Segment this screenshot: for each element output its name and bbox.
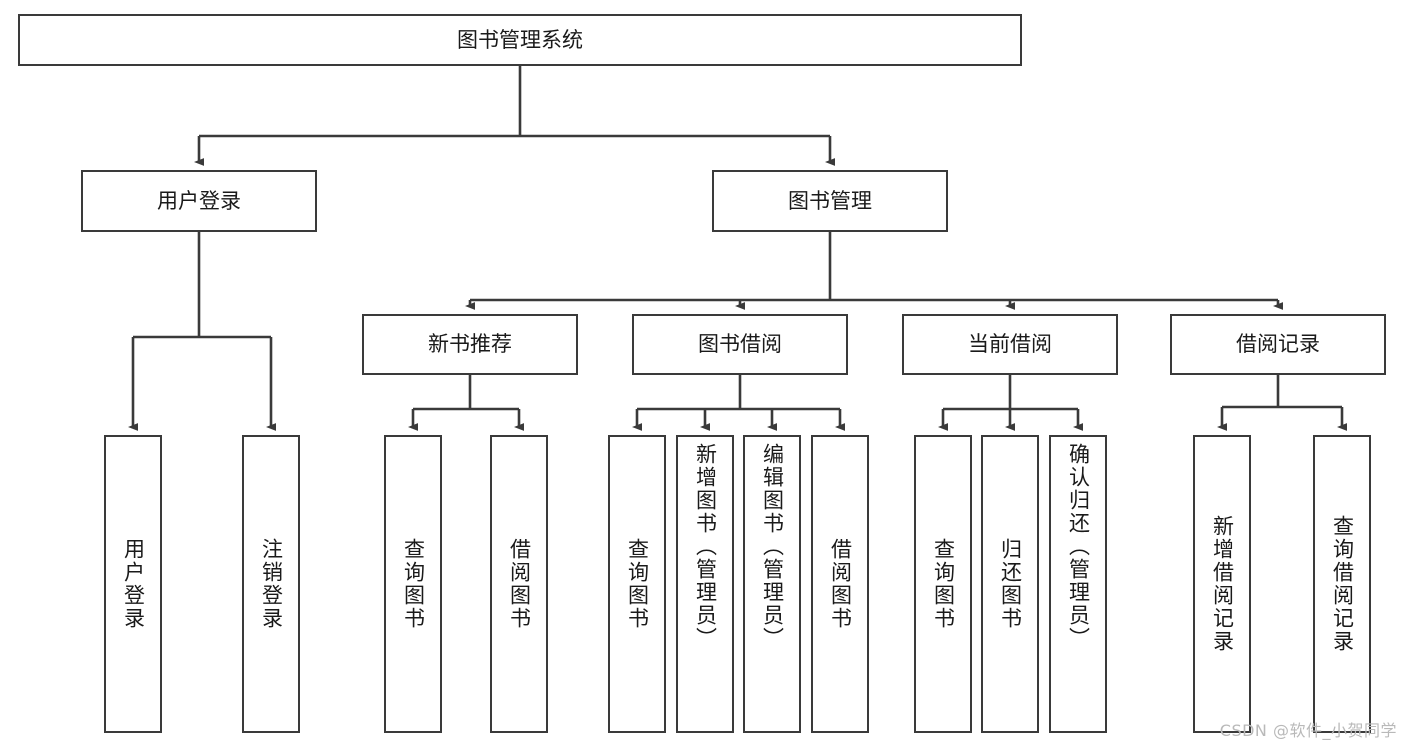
node-label: 图书管理系统 bbox=[457, 27, 583, 52]
leaf-user-login[interactable]: 用户登录 bbox=[104, 435, 162, 733]
node-current-borrow[interactable]: 当前借阅 bbox=[902, 314, 1118, 375]
leaf-user-logout[interactable]: 注销登录 bbox=[242, 435, 300, 733]
node-new-book-recommend[interactable]: 新书推荐 bbox=[362, 314, 578, 375]
node-label: 编辑图书（管理员） bbox=[760, 443, 785, 650]
node-borrow-record[interactable]: 借阅记录 bbox=[1170, 314, 1386, 375]
leaf-return-book[interactable]: 归还图书 bbox=[981, 435, 1039, 733]
node-label: 新增借阅记录 bbox=[1210, 515, 1235, 653]
node-label: 当前借阅 bbox=[968, 332, 1052, 357]
node-label: 图书借阅 bbox=[698, 332, 782, 357]
leaf-query-borrow-record[interactable]: 查询借阅记录 bbox=[1313, 435, 1371, 733]
node-label: 借阅图书 bbox=[507, 538, 532, 630]
node-label: 确认归还（管理员） bbox=[1066, 443, 1091, 650]
node-user-login[interactable]: 用户登录 bbox=[81, 170, 317, 232]
node-label: 注销登录 bbox=[259, 538, 284, 630]
node-label: 归还图书 bbox=[998, 538, 1023, 630]
node-label: 查询图书 bbox=[401, 538, 426, 630]
node-label: 借阅记录 bbox=[1236, 332, 1320, 357]
leaf-query-book-current[interactable]: 查询图书 bbox=[914, 435, 972, 733]
leaf-query-book-borrow[interactable]: 查询图书 bbox=[608, 435, 666, 733]
leaf-confirm-return-admin[interactable]: 确认归还（管理员） bbox=[1049, 435, 1107, 733]
node-label: 用户登录 bbox=[157, 188, 241, 213]
node-book-borrow[interactable]: 图书借阅 bbox=[632, 314, 848, 375]
leaf-edit-book-admin[interactable]: 编辑图书（管理员） bbox=[743, 435, 801, 733]
leaf-borrow-book[interactable]: 借阅图书 bbox=[811, 435, 869, 733]
csdn-watermark: CSDN @软件_小贺同学 bbox=[1219, 721, 1397, 740]
node-label: 用户登录 bbox=[121, 538, 146, 630]
node-label: 借阅图书 bbox=[828, 538, 853, 630]
leaf-add-book-admin[interactable]: 新增图书（管理员） bbox=[676, 435, 734, 733]
node-label: 新书推荐 bbox=[428, 332, 512, 357]
node-label: 查询图书 bbox=[931, 538, 956, 630]
node-label: 新增图书（管理员） bbox=[693, 443, 718, 650]
node-label: 查询图书 bbox=[625, 538, 650, 630]
node-root-system[interactable]: 图书管理系统 bbox=[18, 14, 1022, 66]
leaf-add-borrow-record[interactable]: 新增借阅记录 bbox=[1193, 435, 1251, 733]
node-label: 查询借阅记录 bbox=[1330, 515, 1355, 653]
node-label: 图书管理 bbox=[788, 188, 872, 213]
leaf-query-book-new[interactable]: 查询图书 bbox=[384, 435, 442, 733]
node-book-management[interactable]: 图书管理 bbox=[712, 170, 948, 232]
leaf-borrow-book-new[interactable]: 借阅图书 bbox=[490, 435, 548, 733]
